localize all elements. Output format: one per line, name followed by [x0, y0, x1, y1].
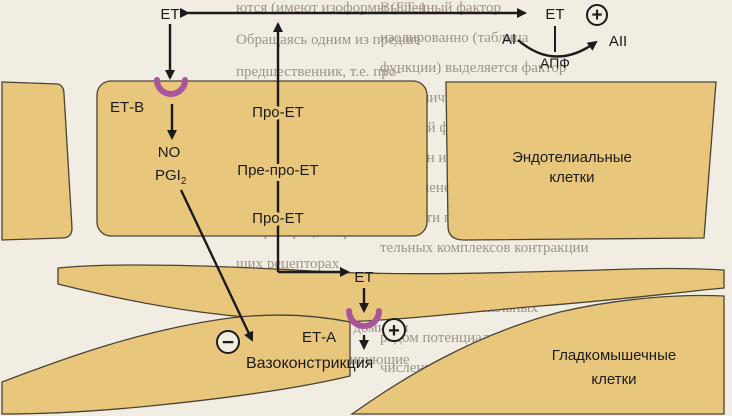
endothelial-cell-left: [1, 81, 73, 241]
stimulation-plus-icon-top: +: [586, 4, 608, 26]
smooth-muscle-cell-bottom-left: [1, 314, 351, 415]
endothelial-cells-label-line1: Эндотелиальные: [512, 149, 632, 166]
smooth-muscle-cells-label-line1: Гладкомышечные: [552, 347, 676, 364]
angiotensin-ii-label: AII: [609, 33, 627, 50]
plus-bottom-sign: +: [388, 320, 400, 342]
stimulation-plus-icon-bottom: +: [382, 318, 406, 342]
endothelial-cell-right: [445, 81, 717, 241]
et-a-receptor-label: ЕТ-А: [302, 329, 336, 346]
et-top-right-label: ЕТ: [545, 6, 564, 23]
et-b-receptor-icon: [154, 77, 188, 97]
endothelial-cell-center: [96, 80, 428, 237]
pgi2-label: PGI2: [155, 167, 187, 187]
background-text-right-line: тельных комплексов контракции: [380, 240, 589, 256]
background-text-right-line: функции) выделяется фактор: [380, 60, 566, 76]
prepro-et-label: Пре-про-ЕТ: [237, 162, 318, 179]
et-b-receptor-label: ЕТ-В: [110, 99, 144, 116]
pro-et-label-2: Про-ЕТ: [252, 210, 304, 227]
et-top-left-label: ЕТ: [160, 6, 179, 23]
background-text-left-line: предшественник, т.е. про-: [236, 64, 401, 80]
endothelial-cell-layer: [1, 80, 717, 241]
plus-top-sign: +: [591, 5, 602, 26]
inhibition-minus-icon: −: [216, 330, 240, 354]
endothelial-cells-label-line2: клетки: [549, 169, 594, 186]
smooth-muscle-cell-bottom-right: [349, 294, 725, 415]
smooth-muscle-cells-label-line2: клетки: [591, 371, 636, 388]
pro-et-label-1: Про-ЕТ: [252, 104, 304, 121]
background-text-left-line: Обращаясь одним из предше: [236, 32, 421, 48]
et-a-receptor-icon: [346, 308, 382, 329]
arrow-ai-to-aii-curve: [517, 39, 598, 58]
ace-label: АПФ: [540, 55, 570, 71]
vasoconstriction-label: Вазоконстрикция: [246, 355, 373, 372]
et-bottom-label: ЕТ: [354, 269, 373, 286]
no-label: NO: [158, 144, 181, 161]
pathway-arrows: [165, 8, 598, 350]
angiotensin-i-label: AI: [502, 31, 516, 48]
minus-sign: −: [222, 331, 234, 354]
background-text-right-line: изолированно (таблица: [380, 30, 529, 46]
arrow-pgi2-to-vasoconstriction: [179, 189, 254, 342]
